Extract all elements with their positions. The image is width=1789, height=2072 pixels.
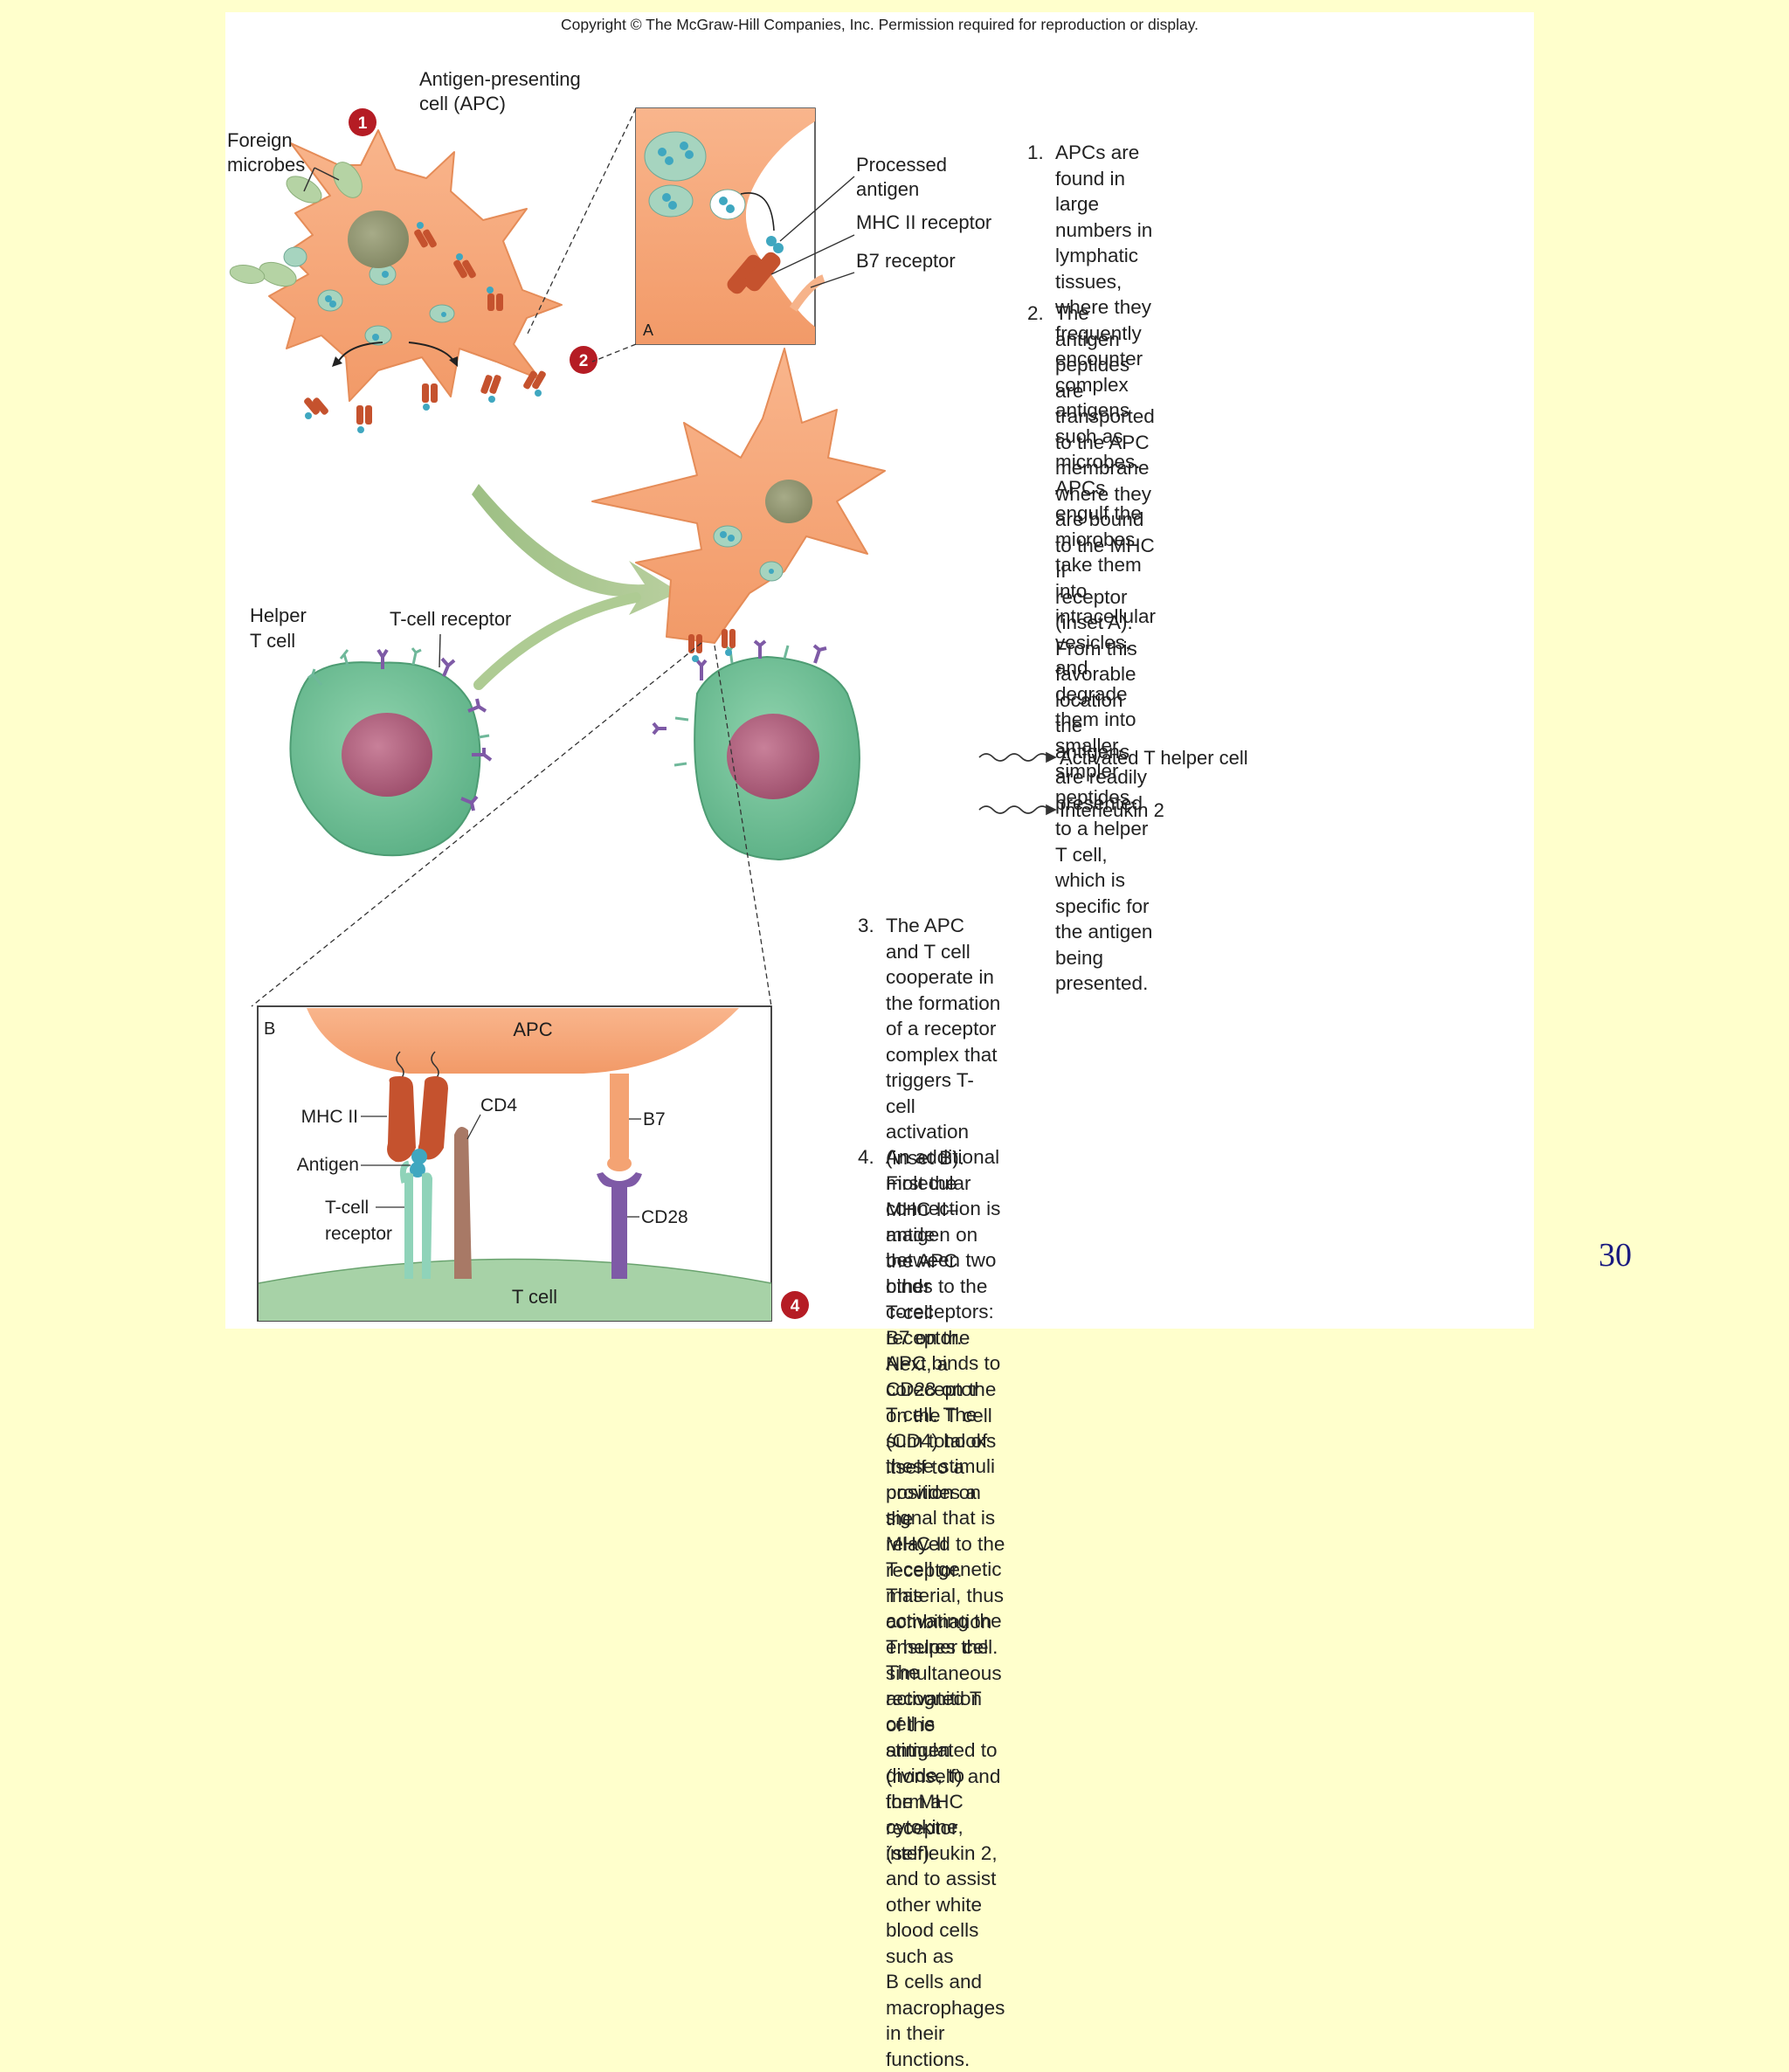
- step-badge-4: 4: [781, 1291, 809, 1319]
- apc-label-line2: cell (APC): [419, 93, 506, 114]
- slide-number: 30: [1599, 1237, 1632, 1274]
- inset-a: A: [526, 107, 855, 363]
- activated-t-helper-label: Activated T helper cell: [1060, 747, 1248, 769]
- copyright-text: Copyright © The McGraw-Hill Companies, I…: [561, 16, 1198, 33]
- inset-b-b7-label: B7: [643, 1109, 666, 1129]
- step-badge-2: 2: [570, 346, 597, 374]
- interleukin-2-label: Interleukin 2: [1060, 799, 1164, 821]
- immune-diagram: Copyright © The McGraw-Hill Companies, I…: [227, 16, 1248, 1322]
- helper-t-cell: [289, 647, 493, 857]
- apc-cell-1: [268, 129, 563, 402]
- inset-b-apc-label: APC: [513, 1019, 552, 1040]
- signal-arrows: [978, 751, 1057, 816]
- apc2-final: [713, 480, 812, 582]
- foreign-microbes-label-line1: Foreign: [227, 129, 293, 151]
- svg-text:1: 1: [358, 114, 368, 133]
- apc1-receptors: [304, 229, 546, 425]
- b7-receptor-label: B7 receptor: [856, 250, 956, 272]
- step-badge-1: 1: [349, 108, 376, 136]
- inset-b-tcr-label-line1: T-cell: [325, 1198, 369, 1218]
- processed-antigen-label-line2: antigen: [856, 178, 919, 200]
- foreign-microbes-label-line2: microbes: [227, 154, 305, 176]
- activated-t-cell: [652, 629, 860, 861]
- helper-t-cell-label-line2: T cell: [250, 630, 295, 652]
- svg-text:4: 4: [791, 1297, 800, 1316]
- inset-b-cd4-label: CD4: [480, 1095, 517, 1115]
- foreign-microbes: [229, 162, 363, 287]
- inset-b-cd28-label: CD28: [641, 1207, 688, 1227]
- apc1-antigens: [305, 222, 542, 433]
- apc-label-line1: Antigen-presenting: [419, 68, 581, 90]
- inset-b-antigen-label: Antigen: [297, 1155, 359, 1175]
- figure-panel: Copyright © The McGraw-Hill Companies, I…: [225, 12, 1534, 2070]
- inset-b-tag: B: [264, 1019, 275, 1039]
- inset-b-tcr-label-line2: receptor: [325, 1224, 392, 1244]
- inset-b-tcell-label: T cell: [512, 1286, 557, 1308]
- inset-b-mhc2-label: MHC II: [301, 1107, 358, 1127]
- inset-a-tag: A: [643, 321, 653, 339]
- mhc2-receptor-label: MHC II receptor: [856, 211, 991, 233]
- t-cell-receptor-label: T-cell receptor: [390, 608, 511, 630]
- svg-text:2: 2: [579, 352, 589, 370]
- inset-b: [257, 1005, 772, 1322]
- processed-antigen-label-line1: Processed: [856, 154, 947, 176]
- helper-t-cell-label-line1: Helper: [250, 604, 307, 626]
